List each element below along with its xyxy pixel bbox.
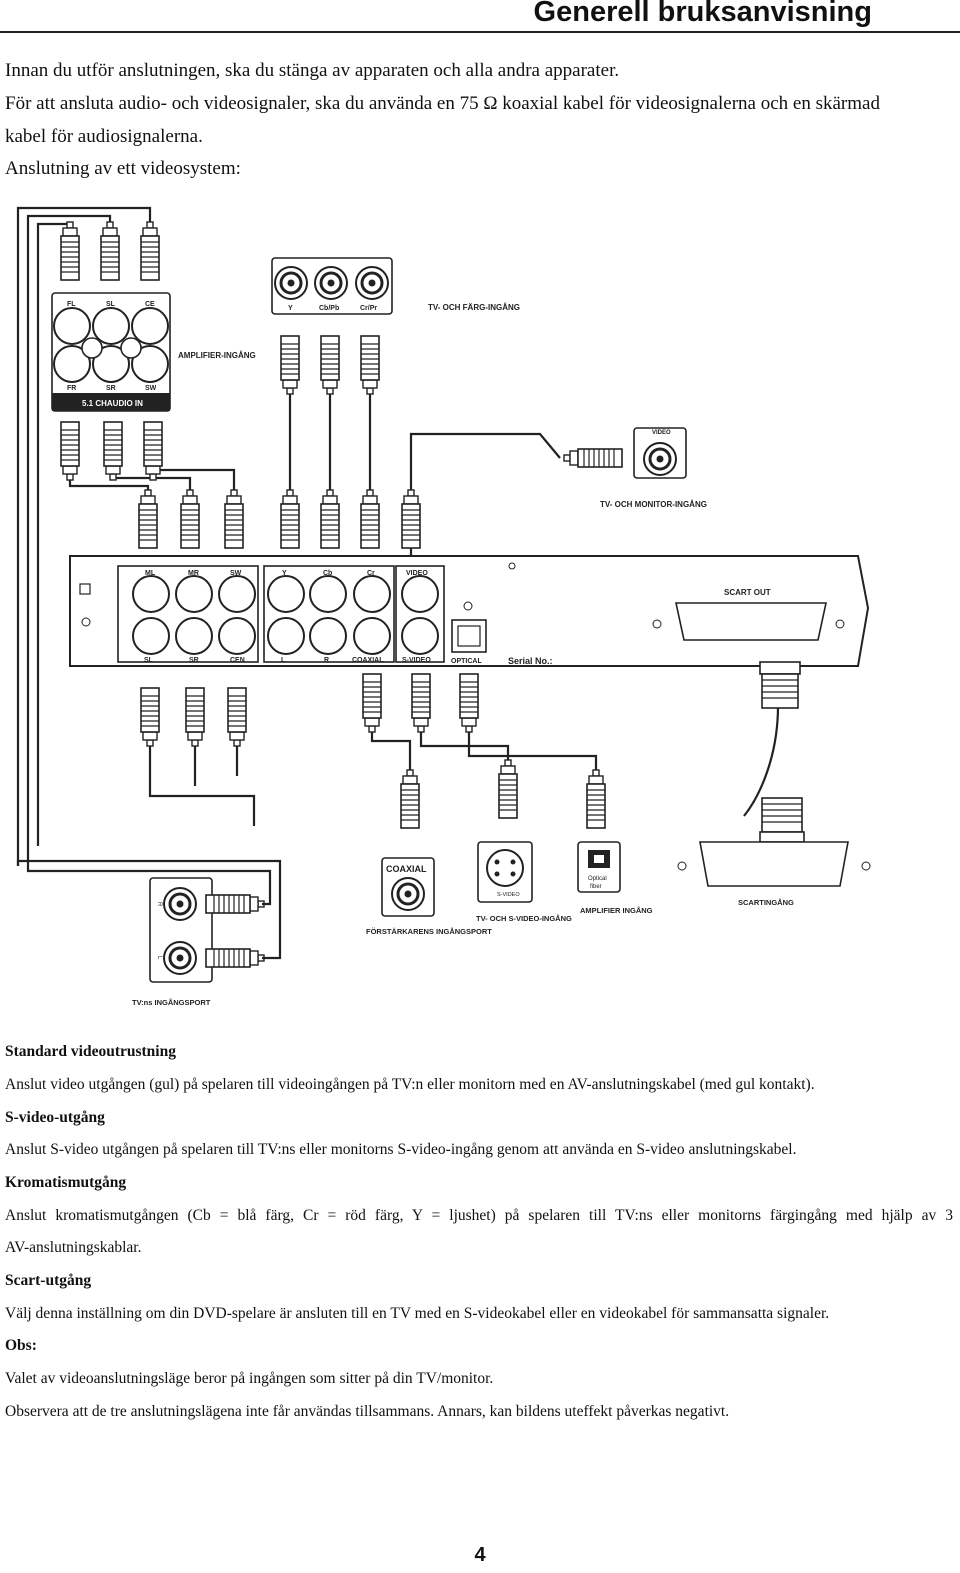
svg-text:COAXIAL: COAXIAL (352, 657, 384, 664)
section-heading: S-video-utgång (5, 1109, 105, 1126)
section-text: AV-anslutningskablar. (5, 1239, 142, 1256)
amp-51-input-panel: 5.1 CHAUDIO IN FL SL CE FR SR SW (51, 292, 171, 412)
svg-text:ML: ML (145, 570, 156, 577)
svg-text:TV- OCH S-VIDEO-INGÅNG: TV- OCH S-VIDEO-INGÅNG (476, 914, 572, 923)
svg-text:Cb/Pb: Cb/Pb (319, 305, 339, 312)
player-rear-panel: ML MR SW Y Cb Cr VIDEO SL SR CEN L R COA… (69, 555, 870, 667)
svg-text:Serial No.:: Serial No.: (508, 656, 553, 666)
svg-text:TV- OCH MONITOR-INGÅNG: TV- OCH MONITOR-INGÅNG (600, 500, 707, 509)
svg-text:OPTICAL: OPTICAL (451, 658, 482, 665)
svg-text:L: L (281, 657, 286, 664)
svg-text:S-VIDEO: S-VIDEO (497, 892, 520, 898)
svg-text:FR: FR (67, 385, 76, 392)
svg-text:CEN: CEN (230, 657, 245, 664)
section-text: Valet av videoanslutningsläge beror på i… (5, 1370, 494, 1387)
svg-text:fiber: fiber (590, 884, 602, 890)
section-text: Välj denna inställning om din DVD-spelar… (5, 1305, 830, 1322)
svg-text:S-VIDEO: S-VIDEO (402, 657, 431, 664)
section-text: Anslut S-video utgången på spelaren till… (5, 1141, 797, 1158)
section-heading: Scart-utgång (5, 1272, 92, 1289)
intro-line-1: Innan du utför anslutningen, ska du stän… (5, 60, 620, 81)
intro-line-2: För att ansluta audio- och videosignaler… (5, 93, 880, 114)
svg-text:CE: CE (145, 301, 155, 308)
optical-input: Optical fiber (577, 841, 621, 893)
svg-text:5.1 CHAUDIO IN: 5.1 CHAUDIO IN (82, 399, 143, 408)
svg-text:COAXIAL: COAXIAL (386, 864, 427, 874)
svg-text:FÖRSTÄRKARENS INGÅNGSPORT: FÖRSTÄRKARENS INGÅNGSPORT (366, 927, 492, 936)
svg-text:FL: FL (67, 301, 76, 308)
svg-text:VIDEO: VIDEO (652, 430, 671, 436)
tv-audio-input: R L (149, 877, 213, 983)
section-text: Anslut kromatismutgången (Cb = blå färg,… (5, 1207, 953, 1224)
svg-text:AMPLIFIER-INGÅNG: AMPLIFIER-INGÅNG (178, 351, 256, 360)
svg-text:R: R (156, 902, 162, 907)
svg-text:MR: MR (188, 570, 199, 577)
svg-text:TV- OCH FÄRG-INGÅNG: TV- OCH FÄRG-INGÅNG (428, 303, 520, 312)
svideo-input: S-VIDEO (477, 841, 533, 903)
svg-text:R: R (324, 657, 329, 664)
svg-text:SW: SW (145, 385, 157, 392)
svg-text:Y: Y (288, 305, 293, 312)
svg-text:SL: SL (106, 301, 116, 308)
svg-text:Y: Y (282, 570, 287, 577)
svg-text:Optical: Optical (588, 876, 607, 882)
svg-text:Cr/Pr: Cr/Pr (360, 305, 377, 312)
connection-diagram: 5.1 CHAUDIO IN FL SL CE FR SR SW AMPLIFI… (0, 196, 960, 1026)
tv-component-input-panel: Y Cb/Pb Cr/Pr (271, 257, 393, 315)
section-text: Anslut video utgången (gul) på spelaren … (5, 1076, 815, 1093)
section-heading: Kromatismutgång (5, 1174, 127, 1191)
svg-text:SCARTINGÅNG: SCARTINGÅNG (738, 898, 794, 907)
svg-text:SCART OUT: SCART OUT (724, 588, 771, 597)
section-heading: Obs: (5, 1337, 37, 1354)
svg-text:L: L (156, 956, 162, 960)
svg-text:TV:ns INGÅNGSPORT: TV:ns INGÅNGSPORT (132, 998, 211, 1007)
svg-text:SR: SR (189, 657, 199, 664)
section-heading: Standard videoutrustning (5, 1043, 176, 1060)
svg-text:Cb: Cb (323, 570, 332, 577)
svg-text:SR: SR (106, 385, 116, 392)
coaxial-input: COAXIAL (381, 857, 435, 917)
svg-text:AMPLIFIER INGÅNG: AMPLIFIER INGÅNG (580, 906, 653, 915)
intro-line-3: kabel för audiosignalerna. (5, 126, 203, 147)
page-header-title: Generell bruksanvisning (533, 0, 872, 28)
svg-text:VIDEO: VIDEO (406, 570, 428, 577)
svg-text:SW: SW (230, 570, 242, 577)
header-rule (0, 31, 960, 33)
svg-text:SL: SL (144, 657, 154, 664)
section-text: Observera att de tre anslutningslägena i… (5, 1403, 730, 1420)
page-number: 4 (474, 1544, 486, 1566)
scart-input (677, 841, 871, 887)
svg-text:Cr: Cr (367, 570, 375, 577)
tv-video-input: VIDEO (633, 427, 687, 479)
intro-line-4: Anslutning av ett videosystem: (5, 158, 241, 179)
